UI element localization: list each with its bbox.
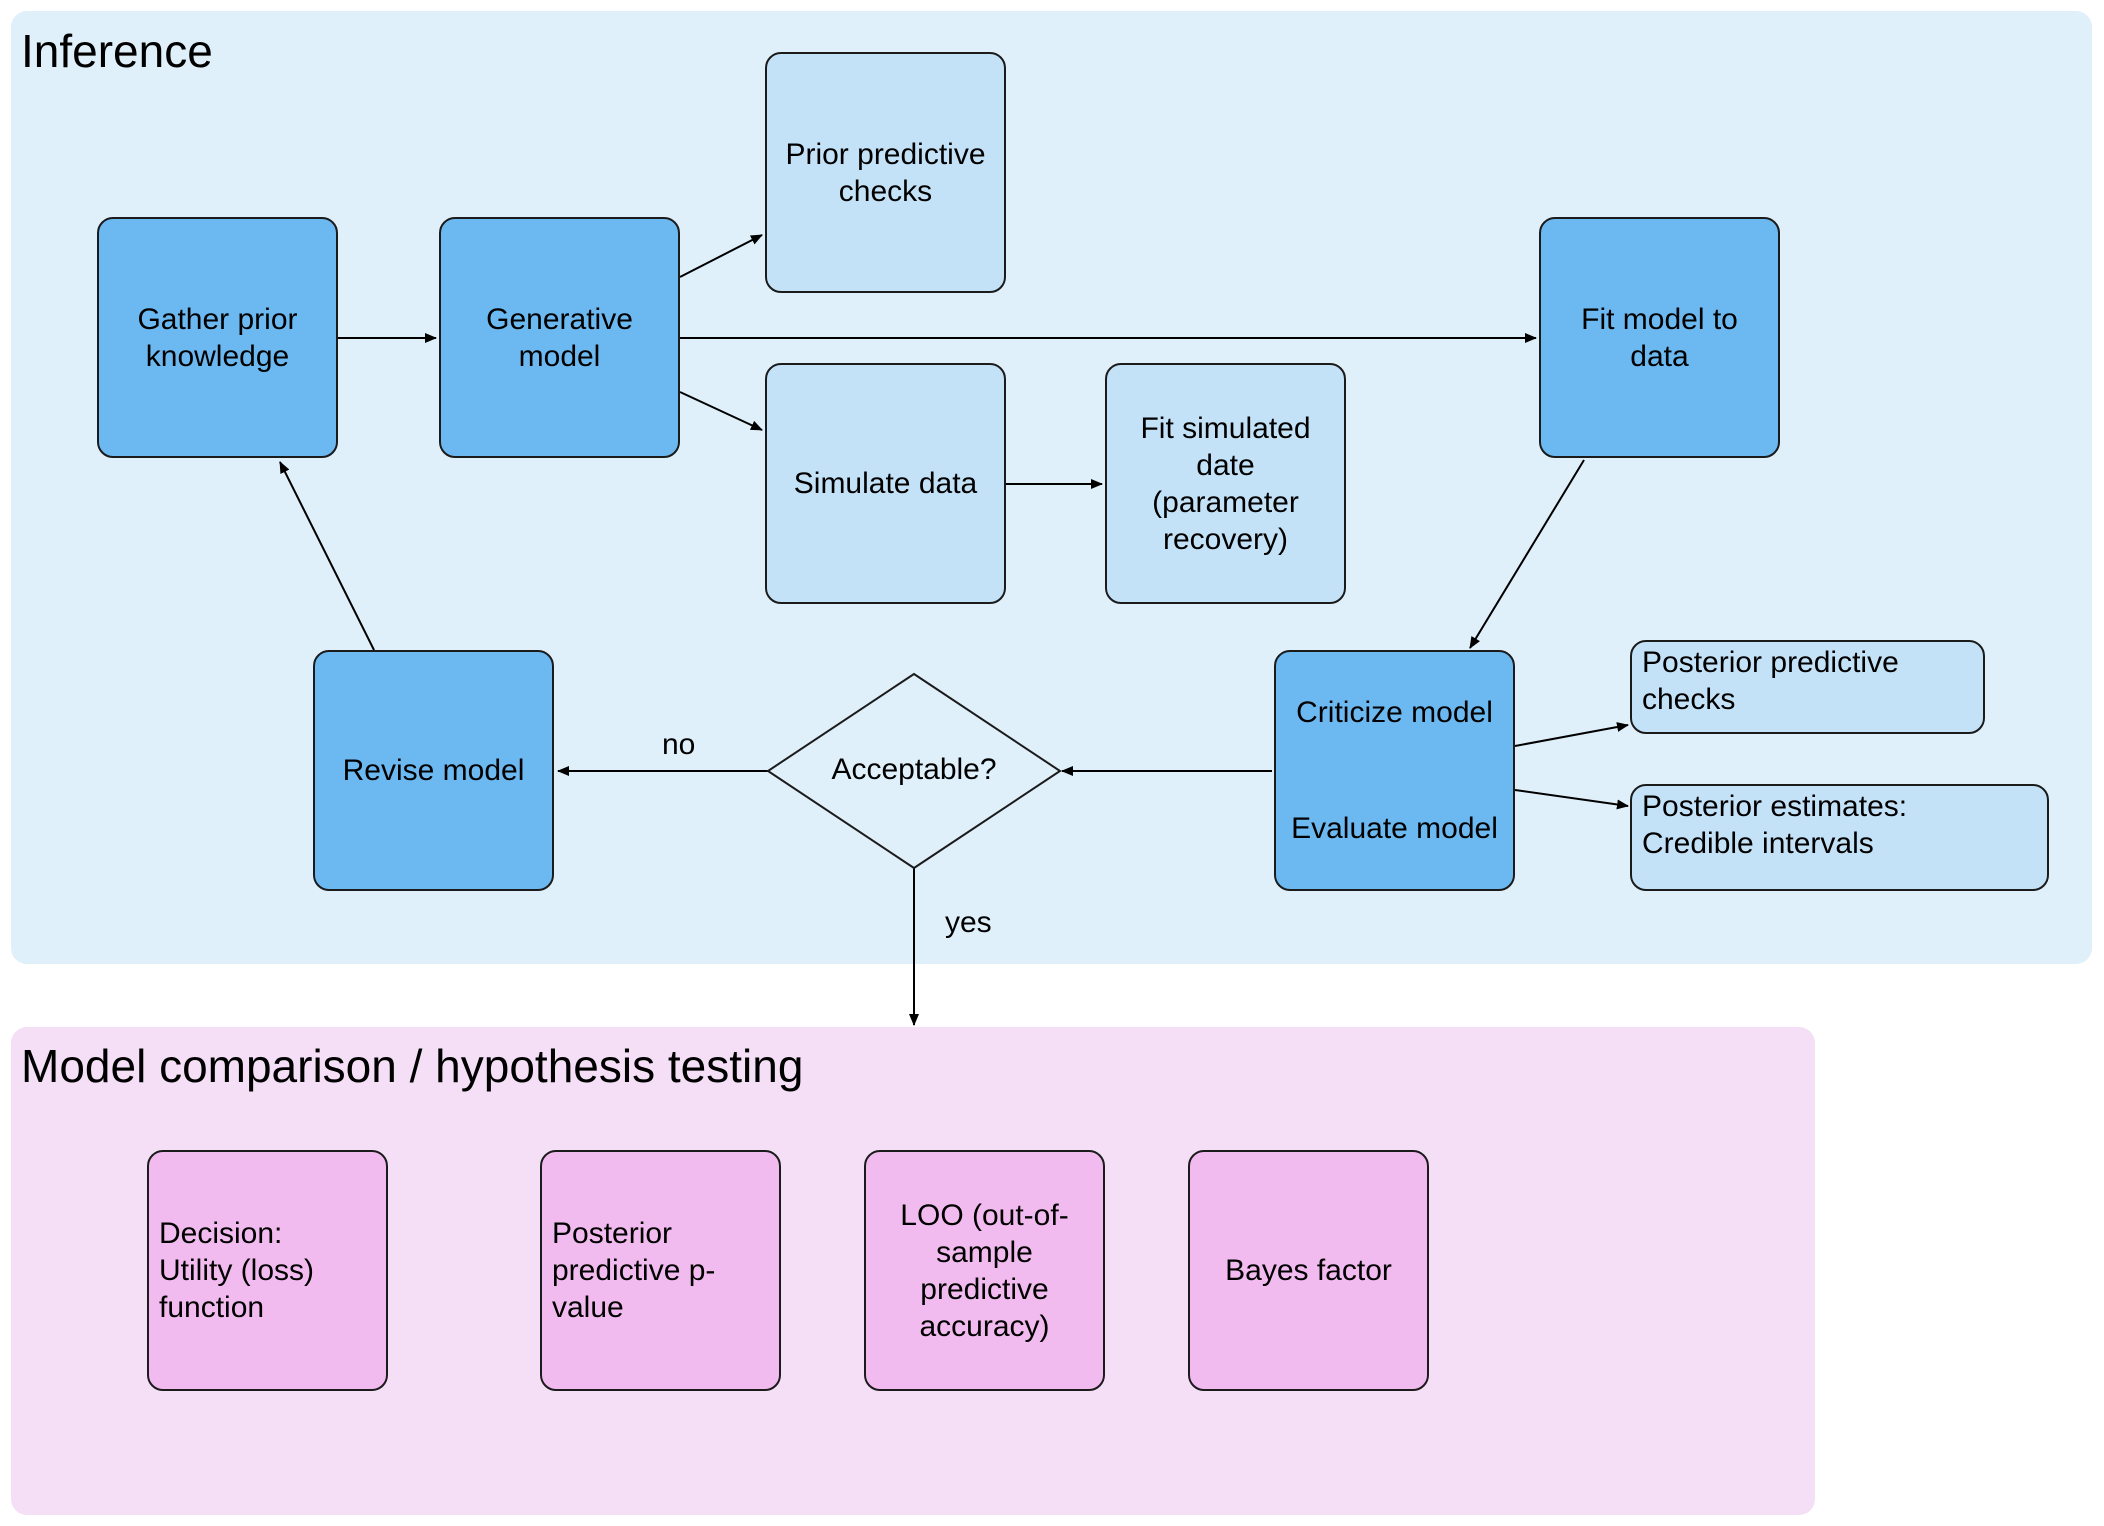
- simulate-data-node: Simulate data: [765, 363, 1006, 604]
- gather-prior-knowledge-node: Gather prior knowledge: [97, 217, 338, 458]
- evaluate-model-label: Evaluate model: [1291, 812, 1498, 845]
- decision-utility-label: Decision: Utility (loss) function: [159, 1217, 314, 1324]
- gather-prior-knowledge-label: Gather prior knowledge: [137, 302, 298, 373]
- generative-model-label: Generative model: [486, 302, 633, 373]
- posterior-predictive-checks-node: Posterior predictive checks: [1630, 640, 1985, 734]
- criticize-evaluate-node: Criticize model Evaluate model: [1274, 650, 1515, 891]
- fit-model-to-data-node: Fit model to data: [1539, 217, 1780, 458]
- generative-model-node: Generative model: [439, 217, 680, 458]
- model-comparison-title: Model comparison / hypothesis testing: [21, 1040, 804, 1092]
- decision-utility-node: Decision: Utility (loss) function: [147, 1150, 388, 1391]
- edge-label-no: no: [662, 728, 696, 761]
- criticize-model-label: Criticize model: [1296, 696, 1493, 729]
- posterior-predictive-p-value-label: Posterior predictive p- value: [552, 1217, 716, 1324]
- loo-label: LOO (out-of- sample predictive accuracy): [900, 1198, 1069, 1343]
- fit-simulated-data-label: Fit simulated date (parameter recovery): [1140, 411, 1311, 556]
- prior-predictive-checks-node: Prior predictive checks: [765, 52, 1006, 293]
- bayes-factor-node: Bayes factor: [1188, 1150, 1429, 1391]
- edge-label-yes: yes: [945, 906, 992, 939]
- fit-simulated-data-node: Fit simulated date (parameter recovery): [1105, 363, 1346, 604]
- fit-model-to-data-label: Fit model to data: [1581, 302, 1738, 373]
- inference-title: Inference: [21, 25, 213, 77]
- simulate-data-label: Simulate data: [793, 467, 978, 500]
- prior-predictive-checks-label: Prior predictive checks: [785, 137, 986, 208]
- revise-model-label: Revise model: [342, 754, 525, 787]
- posterior-estimates-node: Posterior estimates: Credible intervals: [1630, 784, 2049, 891]
- acceptable-label: Acceptable?: [831, 753, 997, 786]
- posterior-estimates-label: Posterior estimates: Credible intervals: [1642, 790, 1908, 860]
- posterior-predictive-checks-label: Posterior predictive checks: [1642, 646, 1899, 716]
- revise-model-node: Revise model: [313, 650, 554, 891]
- posterior-predictive-p-value-node: Posterior predictive p- value: [540, 1150, 781, 1391]
- bayes-factor-label: Bayes factor: [1225, 1254, 1392, 1287]
- loo-node: LOO (out-of- sample predictive accuracy): [864, 1150, 1105, 1391]
